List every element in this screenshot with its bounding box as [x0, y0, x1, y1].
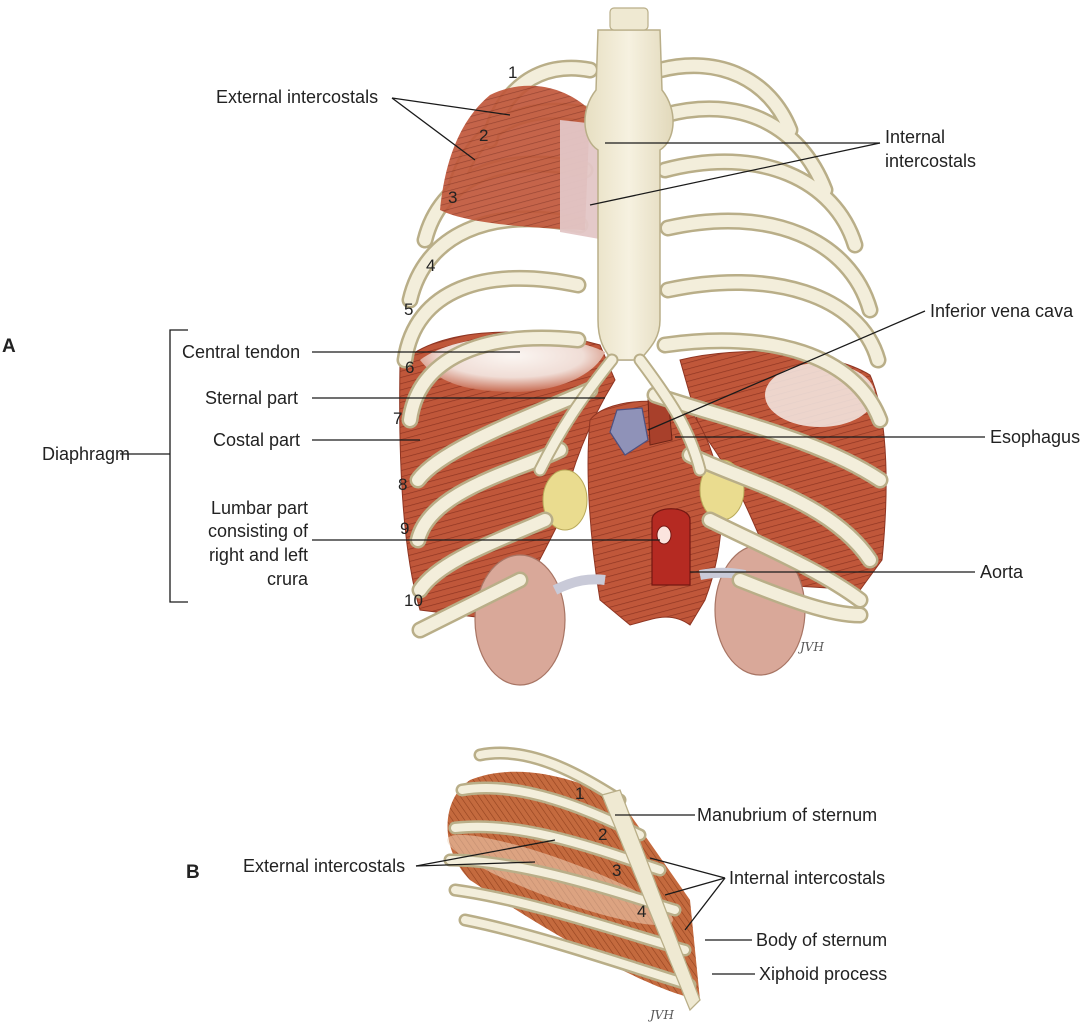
aorta-shape	[651, 508, 691, 586]
external-intercostal-muscles-a	[440, 85, 590, 231]
rib-number-4: 4	[426, 256, 436, 275]
label-lumbar-part-line2: consisting of	[207, 521, 308, 541]
right-adrenal-fat	[542, 469, 588, 531]
label-external-intercostals-a: External intercostals	[216, 87, 379, 107]
label-aorta: Aorta	[980, 562, 1024, 582]
rib-number-7: 7	[393, 409, 403, 428]
rib-number-5: 5	[404, 300, 414, 319]
rib-number-6: 6	[405, 358, 415, 377]
label-internal-intercostals-a-line1: Internal	[885, 127, 946, 147]
rib-cage-front-view	[396, 7, 889, 686]
rib-number-3: 3	[448, 188, 458, 207]
label-external-intercostals-b: External intercostals	[243, 856, 406, 876]
label-manubrium-of-sternum: Manubrium of sternum	[697, 805, 878, 825]
rib-number-10: 10	[404, 591, 423, 610]
label-esophagus: Esophagus	[990, 427, 1081, 447]
label-diaphragm: Diaphragm	[42, 444, 131, 464]
rib-number-b-4: 4	[637, 902, 647, 921]
panel-label-b: B	[186, 862, 200, 883]
leader-lines-a	[120, 97, 985, 603]
sternum-b	[601, 789, 701, 1012]
rib-number-9: 9	[400, 519, 410, 538]
rib-number-1: 1	[508, 63, 518, 82]
label-lumbar-part-line3: right and left	[208, 545, 308, 565]
label-sternal-part: Sternal part	[205, 388, 299, 408]
rib-number-8: 8	[398, 475, 408, 494]
label-internal-intercostals-a-line2: intercostals	[885, 151, 977, 171]
label-lumbar-part-line1: Lumbar part	[210, 498, 308, 518]
leader-lines-b	[415, 814, 755, 975]
internal-intercostal-membranes-a	[560, 120, 605, 240]
label-lumbar-part-line4: crura	[266, 569, 308, 589]
illustrator-signature-b: JVH	[650, 1008, 674, 1022]
label-internal-intercostals-b: Internal intercostals	[729, 868, 886, 888]
label-inferior-vena-cava: Inferior vena cava	[930, 301, 1074, 321]
label-body-of-sternum: Body of sternum	[756, 930, 888, 950]
rib-cage-oblique-view	[443, 746, 701, 1012]
label-xiphoid-process: Xiphoid process	[759, 964, 888, 984]
rib-number-2: 2	[479, 126, 489, 145]
sternum	[584, 29, 674, 361]
rib-number-b-1: 1	[575, 784, 585, 803]
panel-label-a: A	[2, 336, 16, 357]
label-costal-part: Costal part	[213, 430, 301, 450]
rib-number-b-3: 3	[612, 861, 622, 880]
rib-number-b-2: 2	[598, 825, 608, 844]
label-central-tendon: Central tendon	[182, 342, 301, 362]
illustrator-signature-a: JVH	[800, 640, 824, 654]
